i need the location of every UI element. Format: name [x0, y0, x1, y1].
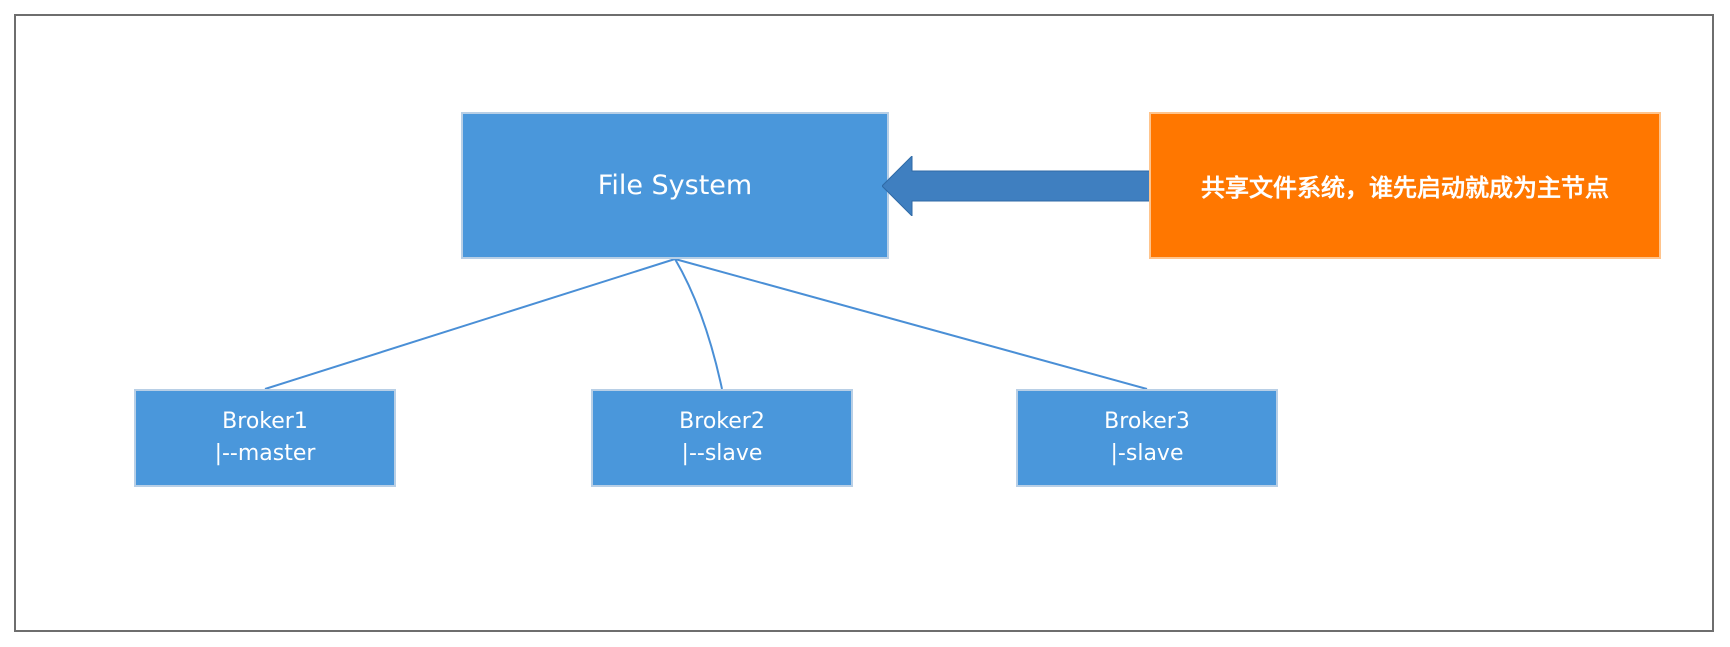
- broker-name: Broker3: [1104, 409, 1190, 434]
- broker-role: |--master: [214, 441, 316, 466]
- connector-broker2: [674, 258, 723, 390]
- broker-name: Broker2: [679, 409, 765, 434]
- file-system-node: File System: [461, 112, 889, 259]
- note-box: 共享文件系统，谁先启动就成为主节点: [1149, 112, 1661, 259]
- broker-node-3: Broker3 |-slave: [1016, 389, 1278, 487]
- left-arrow-icon: [882, 156, 1152, 216]
- broker-node-2: Broker2 |--slave: [591, 389, 853, 487]
- broker-role: |-slave: [1110, 441, 1184, 466]
- broker-node-1: Broker1 |--master: [134, 389, 396, 487]
- connector-broker3: [674, 258, 1148, 390]
- file-system-label: File System: [597, 170, 753, 201]
- broker-role: |--slave: [681, 441, 763, 466]
- broker-name: Broker1: [222, 409, 308, 434]
- note-label: 共享文件系统，谁先启动就成为主节点: [1201, 174, 1609, 202]
- connector-broker1: [264, 258, 676, 390]
